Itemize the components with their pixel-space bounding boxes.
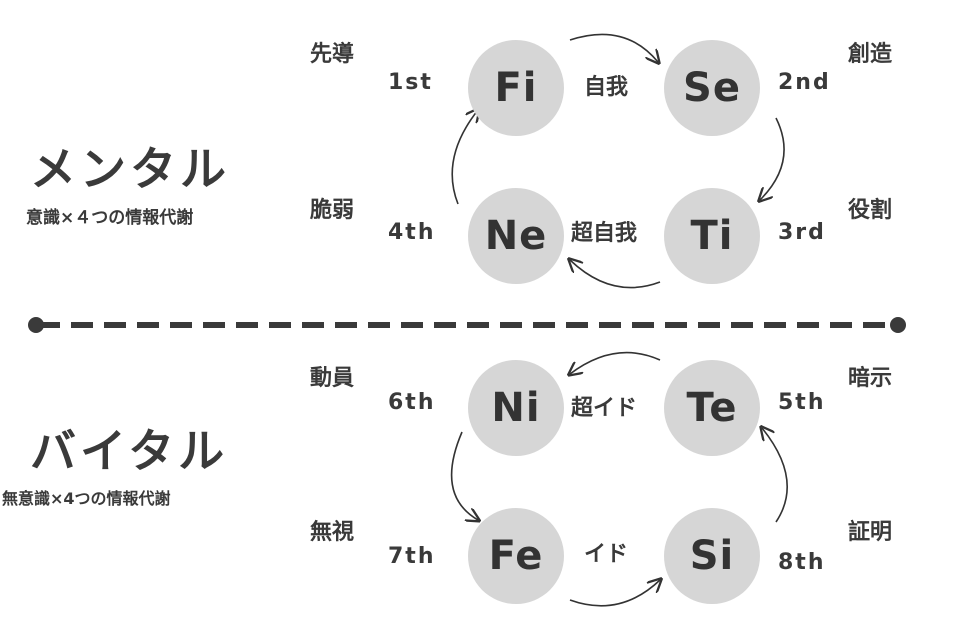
divider-dot-right xyxy=(890,317,906,333)
order-ti: 3rd xyxy=(778,220,826,245)
link-id-label: イド xyxy=(584,542,629,567)
function-fi-symbol: Fi xyxy=(494,65,538,111)
function-ni-symbol: Ni xyxy=(491,385,541,431)
function-te-symbol: Te xyxy=(686,385,738,431)
link-superid-label: 超イド xyxy=(571,396,638,421)
mental-title: メンタル xyxy=(30,142,230,196)
vital-title: バイタル xyxy=(30,424,229,478)
function-fi-circle: Fi xyxy=(468,40,564,136)
function-si-circle: Si xyxy=(664,508,760,604)
function-te-circle: Te xyxy=(664,360,760,456)
function-se-symbol: Se xyxy=(683,65,741,111)
mental-subtitle: 意識×４つの情報代謝 xyxy=(26,208,194,228)
function-si-symbol: Si xyxy=(689,533,735,579)
order-si: 8th xyxy=(778,550,826,575)
arrow-si-te xyxy=(762,428,788,523)
arrow-fi-se xyxy=(569,33,658,62)
function-ti-circle: Ti xyxy=(664,188,760,284)
link-ego-label: 自我 xyxy=(584,75,629,100)
function-ne-symbol: Ne xyxy=(484,213,548,259)
role-ne: 脆弱 xyxy=(310,198,355,223)
order-ne: 4th xyxy=(388,220,436,245)
order-fe: 7th xyxy=(388,544,436,569)
order-te: 5th xyxy=(778,390,826,415)
role-se: 創造 xyxy=(848,42,893,67)
role-si: 証明 xyxy=(848,520,893,545)
function-se-circle: Se xyxy=(664,40,760,136)
arrow-fe-si xyxy=(569,580,660,607)
role-ti: 役割 xyxy=(848,198,893,223)
function-ti-symbol: Ti xyxy=(690,213,734,259)
function-fe-symbol: Fe xyxy=(488,533,544,579)
role-te: 暗示 xyxy=(848,366,893,391)
arrow-se-ti xyxy=(760,117,785,200)
arrow-ni-fe xyxy=(450,431,478,520)
function-fe-circle: Fe xyxy=(468,508,564,604)
role-ni: 動員 xyxy=(310,366,355,391)
role-fe: 無視 xyxy=(310,520,355,545)
arrow-ti-ne xyxy=(570,260,661,289)
arrow-te-ni xyxy=(570,351,661,374)
order-se: 2nd xyxy=(778,70,831,95)
function-ne-circle: Ne xyxy=(468,188,564,284)
order-ni: 6th xyxy=(388,390,436,415)
order-fi: 1st xyxy=(388,70,433,95)
role-fi: 先導 xyxy=(310,42,355,67)
function-ni-circle: Ni xyxy=(468,360,564,456)
arrow-ne-fi xyxy=(451,110,478,205)
vital-subtitle: 無意識×4つの情報代謝 xyxy=(2,489,171,508)
divider-dot-left xyxy=(28,317,44,333)
link-superego-label: 超自我 xyxy=(571,221,638,246)
